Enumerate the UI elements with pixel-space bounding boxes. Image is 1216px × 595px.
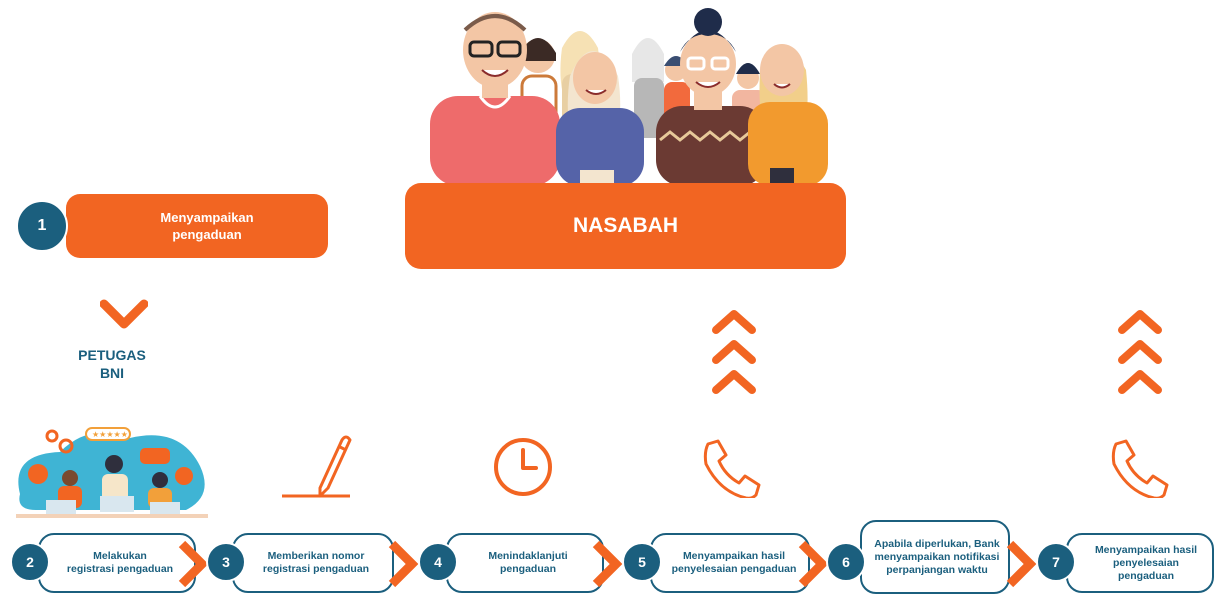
arrow-right-icon — [798, 540, 829, 588]
nasabah-label: NASABAH — [573, 214, 678, 237]
chevron-down-icon — [100, 299, 148, 329]
step-3-label: Memberikan nomor registrasi pengaduan — [262, 550, 370, 575]
arrow-right-icon — [178, 540, 209, 588]
arrow-right-icon — [592, 540, 623, 588]
arrow-right-icon — [388, 540, 419, 588]
phone-icon — [703, 439, 761, 498]
triple-chevron-up-icon — [1118, 310, 1162, 394]
step-4-badge: 4 — [418, 542, 458, 582]
arrow-right-icon — [1006, 540, 1037, 588]
step-1-label: Menyampaikan pengaduan — [160, 210, 254, 242]
petugas-bni-label: PETUGAS BNI — [78, 347, 146, 381]
nasabah-box: NASABAH — [405, 183, 846, 269]
step-6-label: Apabila diperlukan, Bank menyampaikan no… — [874, 537, 1000, 576]
step-5-badge: 5 — [622, 542, 662, 582]
clock-icon — [494, 438, 552, 496]
step-2-badge: 2 — [10, 542, 50, 582]
step-7-badge: 7 — [1036, 542, 1076, 582]
step-6-box: Apabila diperlukan, Bank menyampaikan no… — [860, 520, 1010, 594]
pen-icon — [282, 435, 352, 498]
step-1-badge: 1 — [16, 200, 68, 252]
customer-service-team-illustration: ★★★★★ — [16, 427, 208, 518]
svg-text:★★★★★: ★★★★★ — [92, 430, 128, 439]
step-7-box: Menyampaikan hasil penyelesaian pengadua… — [1066, 533, 1214, 593]
step-3-badge: 3 — [206, 542, 246, 582]
step-6-badge: 6 — [826, 542, 866, 582]
step-7-label: Menyampaikan hasil penyelesaian pengadua… — [1094, 543, 1198, 582]
step-3-box: Memberikan nomor registrasi pengaduan — [232, 533, 394, 593]
phone-icon — [1111, 439, 1169, 498]
step-2-box: Melakukan registrasi pengaduan — [38, 533, 196, 593]
step-4-label: Menindaklanjuti pengaduan — [488, 550, 568, 575]
customers-group-illustration — [430, 8, 828, 186]
step-1-number: 1 — [37, 217, 47, 234]
step-5-label: Menyampaikan hasil penyelesaian pengadua… — [671, 550, 797, 575]
step-4-box: Menindaklanjuti pengaduan — [446, 533, 604, 593]
step-1-box: Menyampaikan pengaduan — [66, 194, 328, 258]
step-5-box: Menyampaikan hasil penyelesaian pengadua… — [650, 533, 810, 593]
step-2-label: Melakukan registrasi pengaduan — [66, 550, 174, 575]
triple-chevron-up-icon — [712, 310, 756, 394]
